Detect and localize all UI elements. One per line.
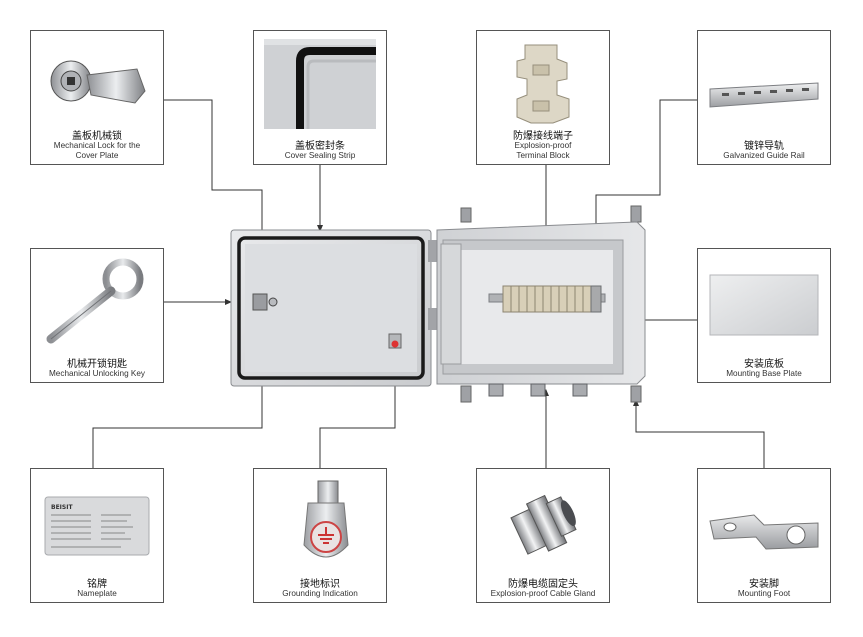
cover-door (230, 229, 432, 387)
card-mechanical-lock: 盖板机械锁 Mechanical Lock for the Cover Plat… (30, 30, 164, 165)
mounting-foot-image (709, 514, 819, 550)
cover-sealing-strip-image (264, 39, 376, 129)
nameplate-label-en: Nameplate (77, 589, 117, 598)
card-mounting-foot: 安装脚 Mounting Foot (697, 468, 831, 603)
key-label-en: Mechanical Unlocking Key (48, 369, 146, 378)
card-mounting-base-plate: 安装底板 Mounting Base Plate (697, 248, 831, 383)
card-galvanized-guide-rail: 镀锌导轨 Galvanized Guide Rail (697, 30, 831, 165)
terminal-label-en-1: Explosion-proof (514, 141, 572, 150)
enclosure-body (436, 221, 646, 385)
lock-label-cn: 盖板机械锁 (72, 131, 122, 142)
unlocking-key-image (46, 258, 144, 344)
nameplate-image: BEISIT (44, 496, 150, 556)
lock-label-en-2: Cover Plate (75, 151, 119, 160)
grounding-label-cn: 接地标识 (300, 579, 340, 590)
mounting-base-plate-image (709, 274, 819, 336)
lock-label-en-1: Mechanical Lock for the (53, 141, 141, 150)
mechanical-lock-image (50, 60, 146, 104)
nameplate-label-cn: 铭牌 (87, 579, 107, 590)
connector-lock (164, 99, 263, 290)
connector-nameplate (92, 382, 263, 468)
card-grounding-indication: 接地标识 Grounding Indication (253, 468, 387, 603)
grounding-label-en: Grounding Indication (282, 589, 358, 598)
cable-gland-image (510, 494, 577, 555)
rail-label-en: Galvanized Guide Rail (723, 151, 805, 160)
seal-label-cn: 盖板密封条 (295, 141, 345, 152)
card-cover-sealing-strip: 盖板密封条 Cover Sealing Strip (253, 30, 387, 165)
baseplate-label-en: Mounting Base Plate (726, 369, 802, 378)
enclosure-illustration (230, 205, 646, 403)
foot-label-en: Mounting Foot (737, 589, 791, 598)
connector-grounding (319, 346, 396, 468)
terminal-label-cn: 防爆接线端子 (513, 131, 573, 142)
card-nameplate: BEISIT 铭牌 Nameplate (30, 468, 164, 603)
card-terminal-block: 防爆接线端子 Explosion-proof Terminal Block (476, 30, 610, 165)
seal-label-en: Cover Sealing Strip (284, 151, 356, 160)
card-mechanical-unlocking-key: 机械开锁钥匙 Mechanical Unlocking Key (30, 248, 164, 383)
grounding-indication-image (303, 480, 349, 558)
guide-rail-image (709, 82, 819, 108)
card-cable-gland: 防爆电缆固定头 Explosion-proof Cable Gland (476, 468, 610, 603)
gland-label-en: Explosion-proof Cable Gland (490, 589, 596, 598)
nameplate-brand: BEISIT (51, 504, 73, 511)
rail-label-cn: 镀锌导轨 (744, 141, 784, 152)
key-label-cn: 机械开锁钥匙 (67, 359, 127, 370)
foot-label-cn: 安装脚 (749, 579, 779, 590)
terminal-label-en-2: Terminal Block (516, 151, 570, 160)
connector-foot (635, 403, 765, 468)
terminal-block-image (516, 44, 570, 124)
gland-label-cn: 防爆电缆固定头 (508, 579, 578, 590)
baseplate-label-cn: 安装底板 (744, 359, 784, 370)
